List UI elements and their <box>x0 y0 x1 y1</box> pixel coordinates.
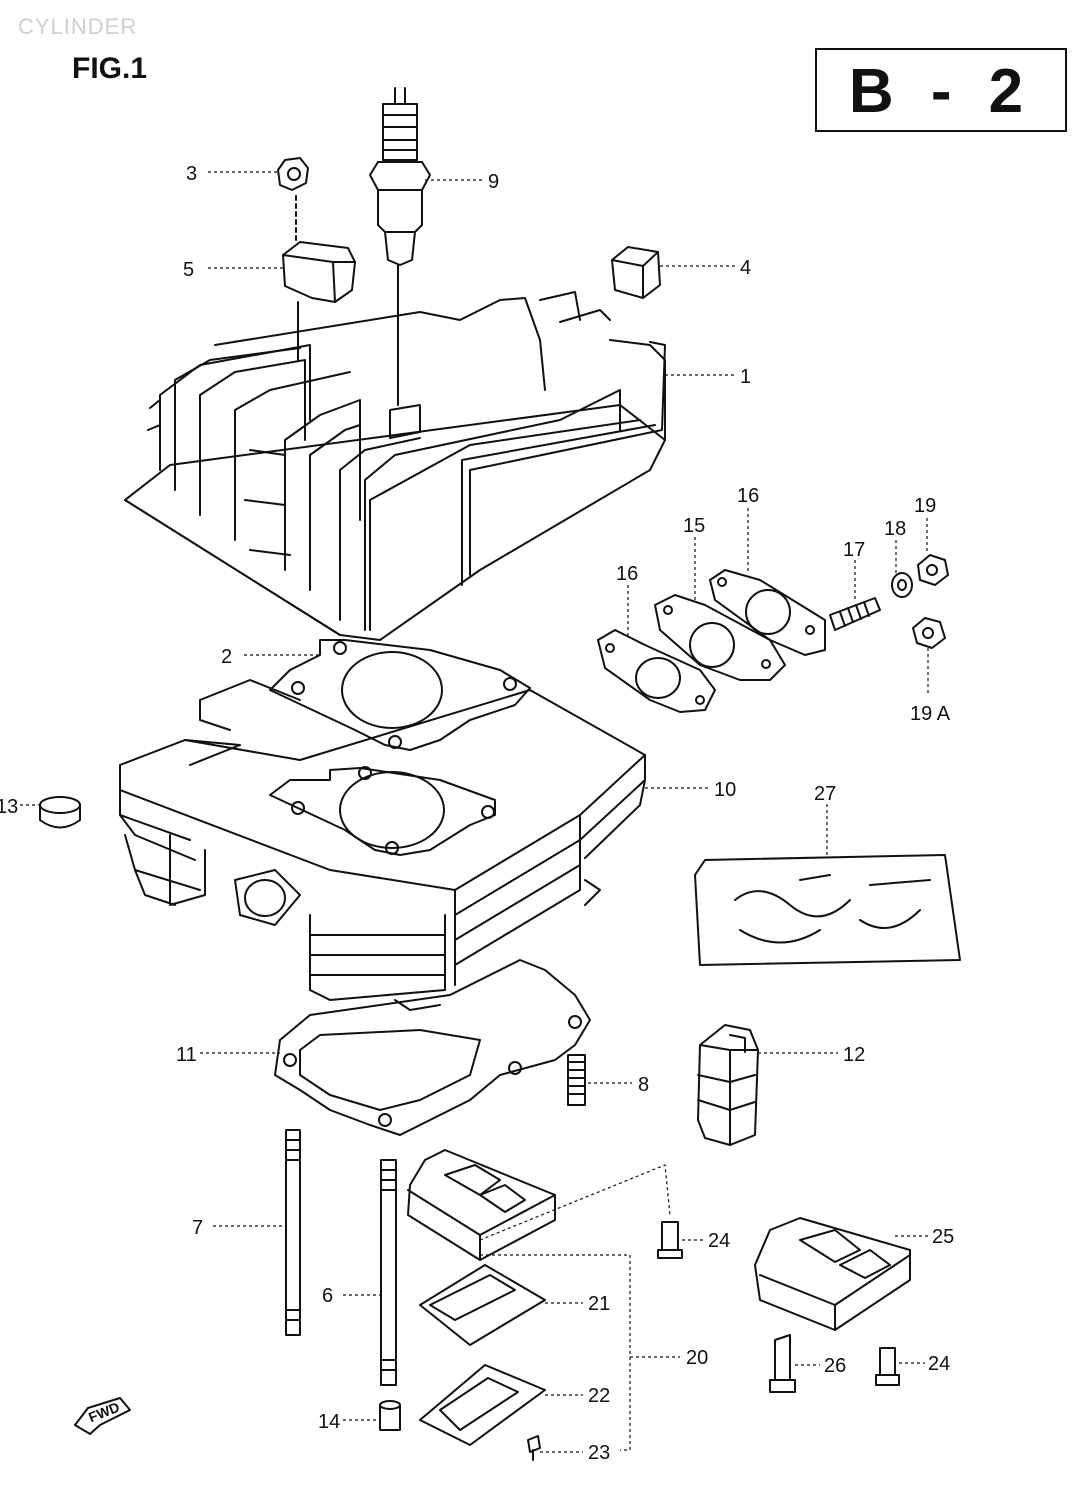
flange-nut <box>277 157 309 241</box>
callout-16-right: 16 <box>737 485 759 507</box>
callout-8: 8 <box>638 1074 649 1096</box>
callout-25: 25 <box>932 1226 954 1248</box>
callout-14: 14 <box>318 1411 340 1433</box>
callout-9: 9 <box>488 171 499 193</box>
bolt-24a <box>657 1221 683 1259</box>
nut-19 <box>917 554 949 586</box>
bolt-24b <box>875 1347 900 1386</box>
fwd-label: FWD <box>86 1398 122 1426</box>
callout-20: 20 <box>686 1347 708 1369</box>
callout-5: 5 <box>183 259 194 281</box>
callout-16-left: 16 <box>616 563 638 585</box>
cylinder-block <box>119 679 646 1011</box>
callout-17: 17 <box>843 539 865 561</box>
stud-7 <box>285 1129 301 1336</box>
callout-4: 4 <box>740 257 751 279</box>
callout-6: 6 <box>322 1285 333 1307</box>
stud-6 <box>380 1159 397 1386</box>
intake-gasket-16b <box>709 569 826 656</box>
reed-petal-22 <box>419 1364 546 1446</box>
stud-bolt-17 <box>829 597 881 631</box>
callout-2: 2 <box>221 646 232 668</box>
intake-gasket-16a <box>597 629 716 713</box>
leader-lines <box>20 171 930 1453</box>
page-code-box: B - 2 <box>815 48 1067 132</box>
fwd-marker: FWD <box>72 1398 132 1430</box>
callout-15: 15 <box>683 515 705 537</box>
washer-18 <box>891 572 913 598</box>
callout-24-lower: 24 <box>928 1353 950 1375</box>
dowel-14 <box>379 1400 401 1431</box>
screw-23 <box>527 1435 541 1461</box>
intake-spacer-15 <box>654 594 786 681</box>
page-code: B - 2 <box>848 57 1034 126</box>
bolt-26 <box>769 1334 796 1393</box>
callout-21: 21 <box>588 1293 610 1315</box>
callout-7: 7 <box>192 1217 203 1239</box>
callout-11: 11 <box>176 1044 197 1066</box>
rubber-cap-13 <box>39 796 81 829</box>
rubber-cap-4 <box>611 246 661 299</box>
callout-19: 19 <box>914 495 936 517</box>
callout-24-upper: 24 <box>708 1230 730 1252</box>
callout-1: 1 <box>740 366 751 388</box>
dowel-pin <box>567 1054 586 1106</box>
callout-labels: 3 5 4 9 1 2 10 13 11 8 12 27 15 16 16 17… <box>0 163 954 1464</box>
reed-clip <box>697 1024 759 1146</box>
callout-3: 3 <box>186 163 197 185</box>
fwd-arrow-icon <box>74 1397 131 1435</box>
rubber-cap-5 <box>282 241 356 361</box>
callout-26: 26 <box>824 1355 846 1377</box>
base-gasket <box>274 959 591 1136</box>
callout-19a: 19 A <box>910 703 951 725</box>
section-title: CYLINDER <box>18 14 138 39</box>
callout-18: 18 <box>884 518 906 540</box>
reed-valve-body <box>407 1149 556 1261</box>
figure-label: FIG.1 <box>72 52 148 85</box>
cylinder-head <box>124 291 666 641</box>
callout-12: 12 <box>843 1044 865 1066</box>
callout-13: 13 <box>0 796 18 818</box>
callout-27: 27 <box>814 783 836 805</box>
callout-22: 22 <box>588 1385 610 1407</box>
spark-plug <box>369 87 431 406</box>
reed-stopper-21 <box>419 1264 546 1346</box>
head-gasket <box>269 639 531 751</box>
reed-valve-25 <box>754 1217 911 1331</box>
callout-23: 23 <box>588 1442 610 1464</box>
callout-10: 10 <box>714 779 736 801</box>
nut-19a <box>912 617 946 649</box>
gasket-set-bag <box>694 854 961 966</box>
